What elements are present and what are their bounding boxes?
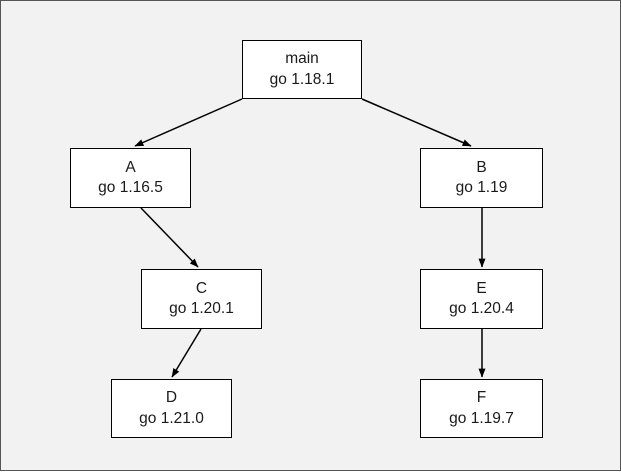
node-version: go 1.20.1 bbox=[169, 300, 234, 317]
node-name: main bbox=[285, 50, 319, 68]
node-name: B bbox=[476, 158, 487, 176]
edge-main-to-A bbox=[134, 98, 243, 147]
edge-main-to-B bbox=[361, 98, 472, 147]
node-version: go 1.21.0 bbox=[139, 409, 204, 427]
edge-A-to-C bbox=[140, 207, 199, 268]
node-version: go 1.20.4 bbox=[449, 300, 514, 317]
node-name: F bbox=[476, 389, 487, 407]
node-version: go 1.16.5 bbox=[98, 179, 163, 196]
node-version: go 1.18.1 bbox=[269, 70, 335, 88]
node-name: A bbox=[125, 158, 136, 176]
node-name: D bbox=[165, 389, 178, 407]
node-name: E bbox=[476, 279, 487, 297]
node-version: go 1.19.7 bbox=[449, 409, 514, 427]
node-name: C bbox=[195, 279, 208, 297]
node-version: go 1.19 bbox=[455, 179, 508, 196]
edge-C-to-D bbox=[171, 328, 202, 378]
node-main[interactable]: main go 1.18.1 bbox=[242, 40, 362, 99]
